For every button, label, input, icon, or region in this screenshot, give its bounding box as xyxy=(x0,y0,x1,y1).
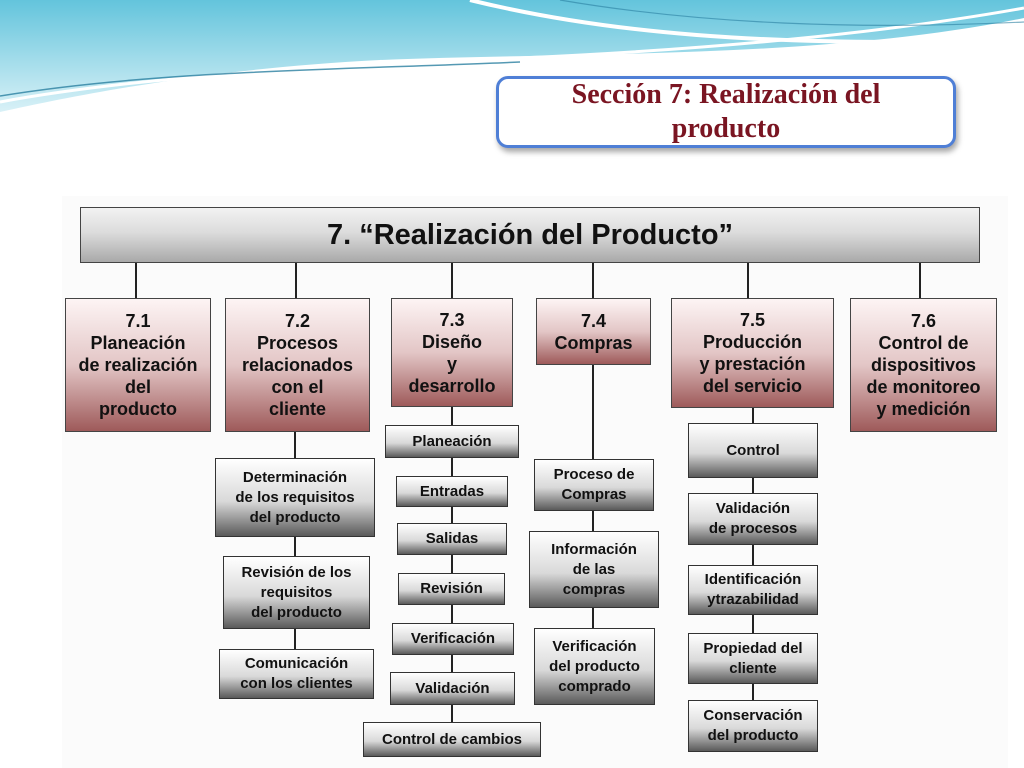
header-7-2: 7.2 Procesos relacionados con el cliente xyxy=(225,298,370,432)
item-planeacion: Planeación xyxy=(385,425,519,458)
item-control-cambios: Control de cambios xyxy=(363,722,541,757)
item-validacion-procesos: Validación de procesos xyxy=(688,493,818,545)
section-title: Sección 7: Realización del producto xyxy=(496,76,956,148)
item-conservacion-producto: Conservación del producto xyxy=(688,700,818,752)
header-7-6: 7.6 Control de dispositivos de monitoreo… xyxy=(850,298,997,432)
header-7-3: 7.3 Diseño y desarrollo xyxy=(391,298,513,407)
item-informacion-compras: Información de las compras xyxy=(529,531,659,608)
item-identificacion-trazabilidad: Identificación ytrazabilidad xyxy=(688,565,818,615)
item-verificacion: Verificación xyxy=(392,623,514,655)
item-entradas: Entradas xyxy=(396,476,508,507)
item-revision: Revisión xyxy=(398,573,505,605)
item-validacion: Validación xyxy=(390,672,515,705)
item-revision-requisitos: Revisión de los requisitos del producto xyxy=(223,556,370,629)
item-comunicacion-clientes: Comunicación con los clientes xyxy=(219,649,374,699)
item-propiedad-cliente: Propiedad del cliente xyxy=(688,633,818,684)
item-determinacion-requisitos: Determinación de los requisitos del prod… xyxy=(215,458,375,537)
main-title-box: 7. “Realización del Producto” xyxy=(80,207,980,263)
header-7-5: 7.5 Producción y prestación del servicio xyxy=(671,298,834,408)
item-salidas: Salidas xyxy=(397,523,507,555)
header-wave-decoration xyxy=(0,0,1024,112)
item-verificacion-producto-comprado: Verificación del producto comprado xyxy=(534,628,655,705)
header-7-4: 7.4 Compras xyxy=(536,298,651,365)
item-proceso-compras: Proceso de Compras xyxy=(534,459,654,511)
item-control: Control xyxy=(688,423,818,478)
header-7-1: 7.1 Planeación de realización del produc… xyxy=(65,298,211,432)
